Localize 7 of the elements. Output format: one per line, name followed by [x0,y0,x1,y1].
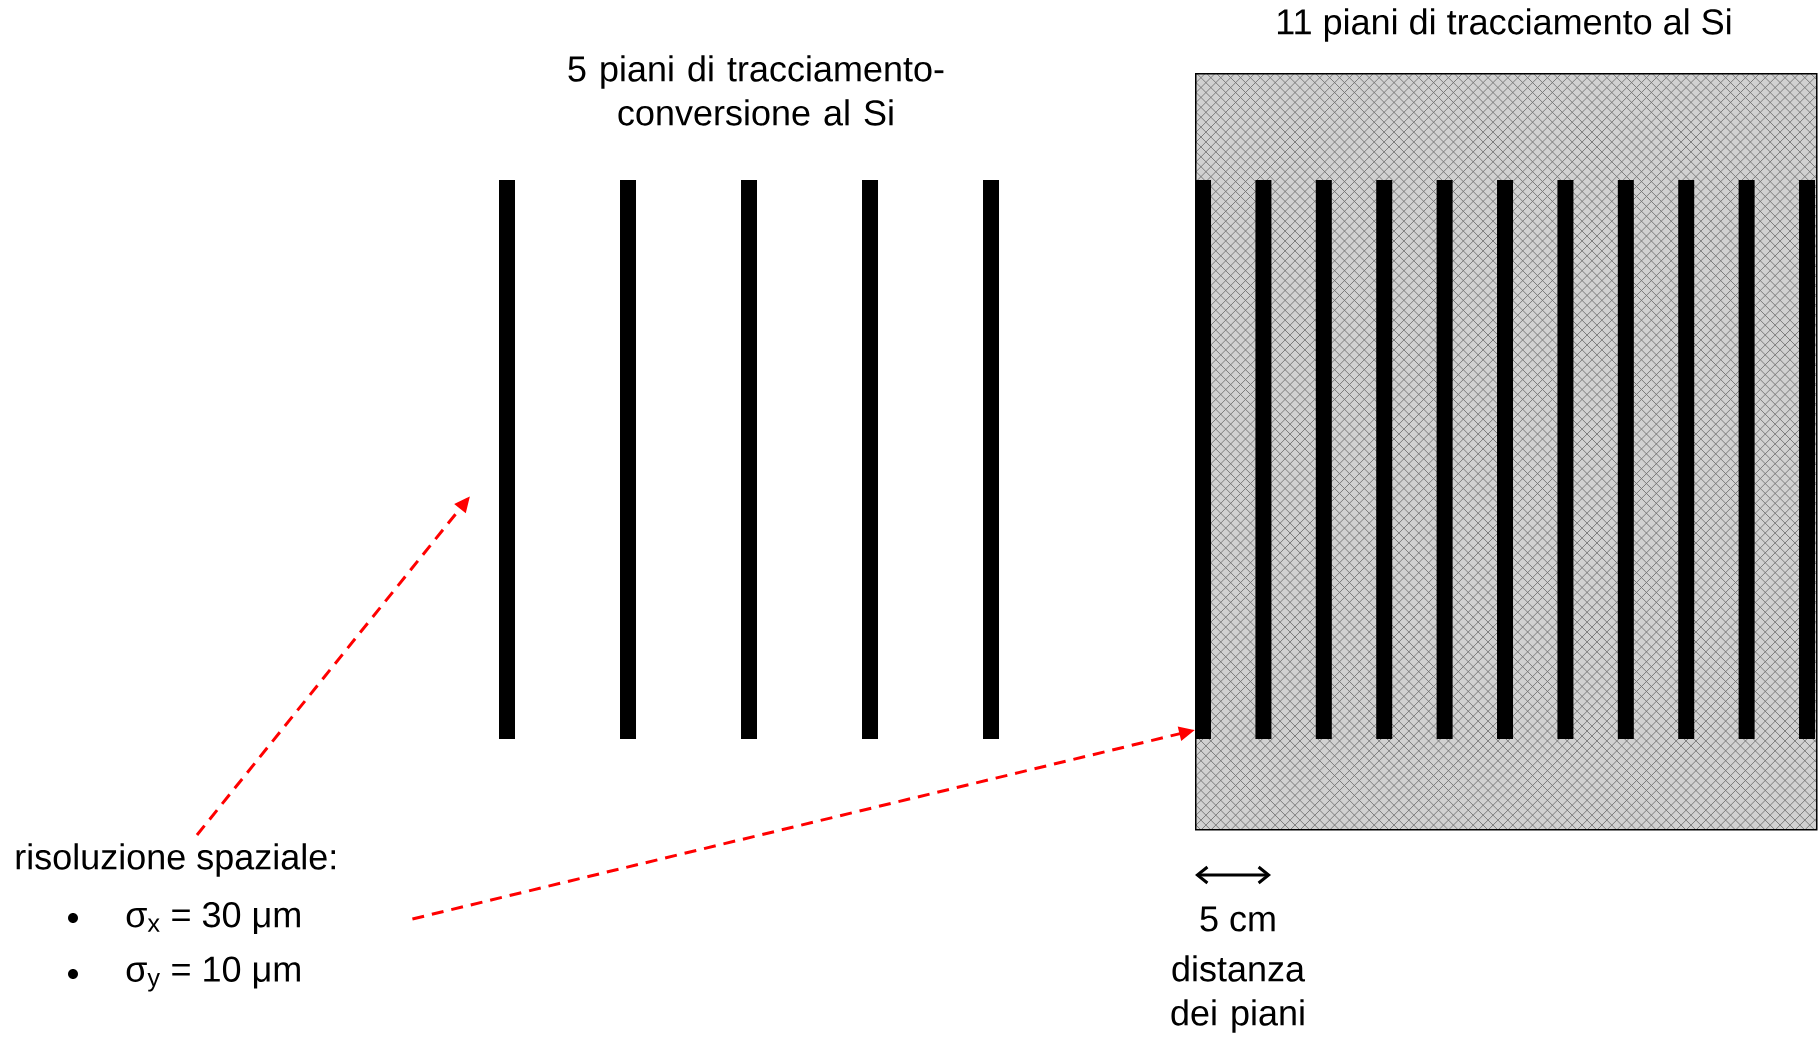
heading: 11 piani di tracciamento al Si [1277,8,1731,42]
formula-line: σ$_{x}$ = 30 μm [126,902,300,935]
caption: distanza dei piani [1171,955,1306,1033]
heading: 5 piani di tracciamento-conversione al Si [568,55,944,126]
formula-line: σ$_{y}$ = 10 μm [126,956,300,992]
dimension-label: 5 cm [1200,906,1275,932]
text-line: risoluzione spaziale: [16,843,335,877]
